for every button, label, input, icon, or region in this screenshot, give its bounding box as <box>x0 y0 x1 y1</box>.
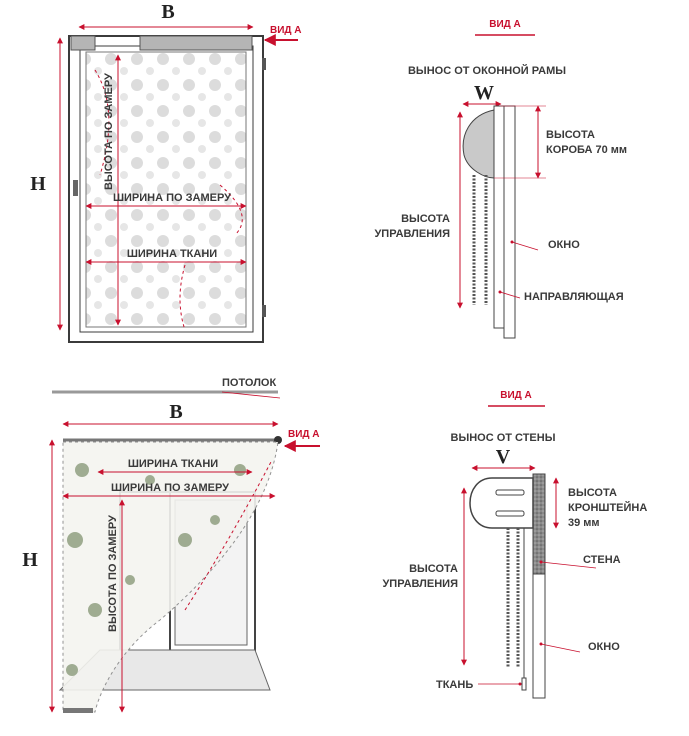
height-measure-label-2: ВЫСОТА ПО ЗАМЕРУ <box>107 515 119 632</box>
window-leader-2 <box>540 643 581 653</box>
window-label-2: ОКНО <box>588 641 620 653</box>
control-height-label-2a: ВЫСОТА <box>409 563 458 575</box>
height-h-label-2: H <box>22 549 38 571</box>
bracket-height-label-3: 39 мм <box>568 517 600 529</box>
cassette-left <box>70 35 96 51</box>
box-height-label-2: КОРОБА 70 мм <box>546 144 627 156</box>
wall-section <box>532 473 546 575</box>
bottom-left-wall-diagram: ПОТОЛОК В ВИД А ШИРИНА ТКАНИ ШИРИНА ПО З… <box>22 377 320 713</box>
guide-leader <box>499 291 521 299</box>
box-height-label-1: ВЫСОТА <box>546 129 595 141</box>
height-measure-label: ВЫСОТА ПО ЗАМЕРУ <box>103 73 115 190</box>
window-leader <box>511 241 539 251</box>
opening-arc-1 <box>94 69 110 176</box>
hinge-top <box>262 58 266 70</box>
blind-fabric <box>85 51 247 328</box>
bracket-side <box>469 477 534 529</box>
width-b-label: В <box>161 1 174 23</box>
bracket-slot-top <box>495 489 525 496</box>
bracket-height-label-1: ВЫСОТА <box>568 487 617 499</box>
window-handle <box>73 180 78 196</box>
view-a-title-2: ВИД А <box>500 390 532 401</box>
bracket-height-label-2: КРОНШТЕЙНА <box>568 501 647 514</box>
frame-mount-title: ВЫНОС ОТ ОКОННОЙ РАМЫ <box>408 64 566 77</box>
width-measure-label-2: ШИРИНА ПО ЗАМЕРУ <box>111 482 229 494</box>
depth-v-label: V <box>496 446 511 468</box>
curtain-fabric <box>62 441 279 713</box>
height-h-label: H <box>30 173 46 195</box>
window-leader-dot <box>510 240 514 244</box>
view-a-label-2: ВИД А <box>288 429 320 440</box>
fabric-leader-dot <box>518 682 522 686</box>
top-left-window-diagram: В ВИД А H ВЫСОТА ПО ЗАМЕРУ ШИРИНА ПО ЗАМ… <box>30 1 302 343</box>
bottom-right-wall-mount-diagram: ВИД А ВЫНОС ОТ СТЕНЫ V ВЫСОТА КРОНШТЕЙНА… <box>382 390 647 699</box>
opening-arc-3 <box>179 264 186 331</box>
cassette-box <box>139 35 253 51</box>
opening-arc-2 <box>219 184 243 236</box>
fabric-label: ТКАНЬ <box>436 679 473 691</box>
top-right-frame-mount-diagram: ВИД А ВЫНОС ОТ ОКОННОЙ РАМЫ W ВЫСОТА КОР… <box>374 19 627 339</box>
ceiling-label: ПОТОЛОК <box>222 377 276 389</box>
window-section <box>532 573 546 699</box>
depth-w-label: W <box>474 82 494 104</box>
wall-leader-dot <box>539 560 543 564</box>
guide-label: НАПРАВЛЯЮЩАЯ <box>524 291 624 303</box>
fabric-width-label: ШИРИНА ТКАНИ <box>127 248 217 260</box>
cassette-box-side <box>462 109 495 179</box>
window-label: ОКНО <box>548 239 580 251</box>
fabric-weight <box>521 677 527 691</box>
window-leader-dot-2 <box>539 642 543 646</box>
control-height-label-2: УПРАВЛЕНИЯ <box>374 228 450 240</box>
guide-rail-profile <box>493 105 505 329</box>
wall-mount-title: ВЫНОС ОТ СТЕНЫ <box>451 432 556 444</box>
bottom-weight <box>63 708 93 713</box>
view-a-label: ВИД А <box>270 25 302 36</box>
fabric-width-label-2: ШИРИНА ТКАНИ <box>128 458 218 470</box>
window-profile <box>503 105 516 339</box>
wall-leader <box>540 561 597 569</box>
ceiling-leader <box>221 391 281 399</box>
hinge-bottom <box>262 305 266 317</box>
control-height-label-1: ВЫСОТА <box>401 213 450 225</box>
control-height-label-2b: УПРАВЛЕНИЯ <box>382 578 458 590</box>
curtain-edge-dash <box>184 459 273 611</box>
width-measure-label: ШИРИНА ПО ЗАМЕРУ <box>113 192 231 204</box>
guide-leader-dot <box>498 290 502 294</box>
bracket-slot-bottom <box>495 510 525 517</box>
wall-label: СТЕНА <box>583 554 621 566</box>
curtain-pattern <box>66 463 246 676</box>
view-a-title: ВИД А <box>489 19 521 30</box>
width-b-label-2: В <box>169 401 182 423</box>
